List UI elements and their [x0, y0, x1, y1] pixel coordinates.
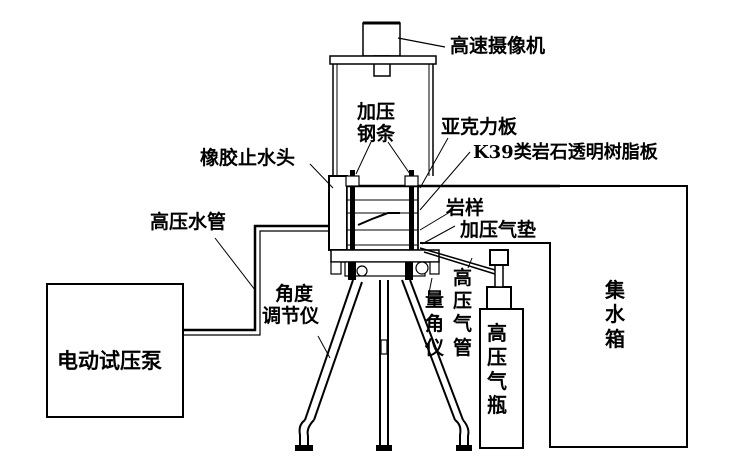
camera-leader-line [397, 37, 446, 48]
label-gas-cylinder-char: 高 [487, 321, 507, 345]
label-protractor-char: 仪 [424, 337, 445, 359]
label-high-speed-camera: 高速摄像机 [450, 34, 545, 57]
label-water-tank-char: 水 [605, 302, 626, 326]
label-pressure-steel-bar-2: 钢条 [357, 122, 396, 145]
label-water-tank-char: 箱 [605, 327, 625, 351]
label-air-pipe-char: 高 [453, 266, 472, 289]
label-pressure-air-cushion: 加压气垫 [459, 218, 536, 241]
electric-pump-box [46, 283, 184, 418]
label-protractor-char: 量 [425, 289, 444, 311]
label-air-pipe-char: 气 [452, 312, 472, 335]
label-gas-cylinder-char: 压 [487, 345, 507, 369]
label-water-tank: 集 水 箱 [604, 278, 626, 351]
tripod-legs [295, 279, 472, 451]
label-pressure-steel-bar-1: 加压 [356, 101, 395, 123]
label-air-pipe-char: 压 [453, 290, 472, 312]
label-rock-sample: 岩样 [445, 196, 484, 219]
label-gas-cylinder-char: 气 [486, 369, 507, 393]
gas-cylinder [479, 249, 524, 449]
label-air-pipe-char: 管 [453, 336, 472, 359]
label-water-tank-char: 集 [604, 278, 626, 302]
water-tank-box [419, 185, 688, 448]
test-chamber [328, 170, 560, 280]
leader-lines [214, 137, 473, 359]
high-pressure-water-pipe-drawing [183, 224, 329, 336]
label-rubber-water-stop: 橡胶止水头 [200, 146, 295, 169]
label-gas-cylinder: 高 压 气 瓶 [486, 321, 507, 417]
air-pipe-drawing [419, 247, 496, 275]
label-protractor: 量 角 仪 [424, 289, 445, 359]
label-k39-resin-plate: K39类岩石透明树脂板 [473, 141, 659, 163]
label-angle-adjuster-1: 角度 [275, 282, 314, 305]
label-high-pressure-water-pipe: 高压水管 [150, 210, 226, 233]
label-protractor-char: 角 [425, 312, 444, 335]
high-speed-camera [362, 21, 401, 77]
label-electric-pump: 电动试压泵 [57, 348, 162, 373]
label-high-pressure-air-pipe: 高 压 气 管 [452, 266, 472, 359]
label-angle-adjuster-2: 调节仪 [262, 305, 320, 327]
label-acrylic-plate: 亚克力板 [441, 115, 518, 138]
label-gas-cylinder-char: 瓶 [487, 393, 507, 417]
camera-frame [329, 55, 437, 176]
